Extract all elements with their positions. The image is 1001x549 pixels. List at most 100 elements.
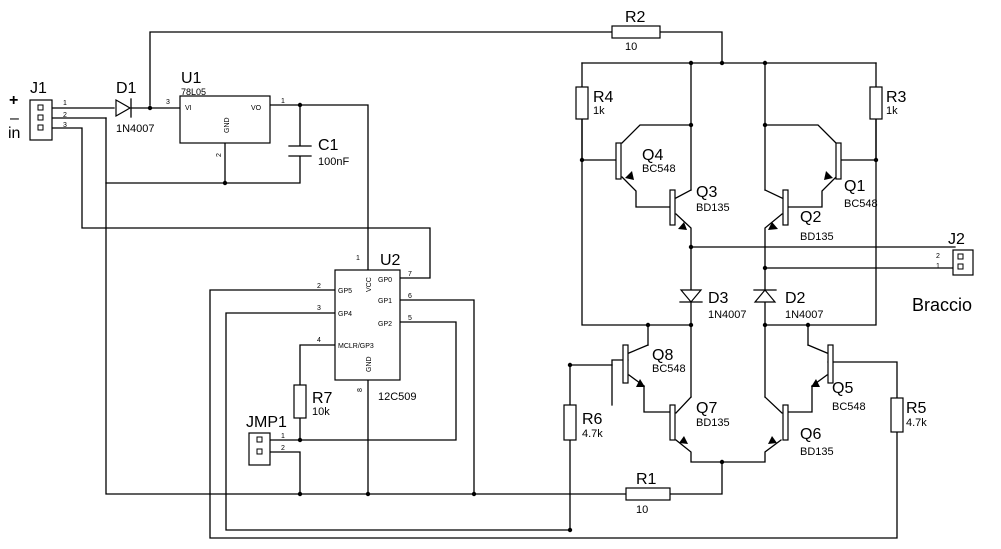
u2-pin-number: 7 <box>408 271 412 278</box>
connector-j2: J2 Braccio 2 1 <box>912 231 974 315</box>
c1-ref: C1 <box>318 137 339 154</box>
q8-ref: Q8 <box>652 347 673 364</box>
q5-value: BC548 <box>832 401 866 413</box>
r1-ref: R1 <box>636 471 657 488</box>
r3-value: 1k <box>886 105 898 117</box>
j1-pin: 1 <box>63 100 67 107</box>
q3-value: BD135 <box>696 202 730 214</box>
q4-value: BC548 <box>642 163 676 175</box>
q3-ref: Q3 <box>696 184 717 201</box>
jmp1-pin: 1 <box>281 433 285 440</box>
d2-value: 1N4007 <box>785 309 824 321</box>
jmp1-pin: 2 <box>281 445 285 452</box>
u2-pin-name: GP5 <box>338 288 352 295</box>
u1-ref: U1 <box>181 70 202 87</box>
resistor-r4: R4 1k <box>575 86 614 120</box>
u2-pin-number: 2 <box>317 283 321 290</box>
regulator-u1: U1 78L05 VI VO GND 3 1 2 <box>166 70 285 157</box>
u2-pin-name: GP0 <box>378 277 392 284</box>
j1-minus: – <box>10 110 19 127</box>
q8-value: BC548 <box>652 363 686 375</box>
d1-ref: D1 <box>116 80 137 97</box>
d3-value: 1N4007 <box>708 309 747 321</box>
connector-j1: J1 + – in 1 2 3 <box>8 80 67 142</box>
j2-pin: 2 <box>936 253 940 260</box>
j1-plus: + <box>9 92 18 109</box>
u2-value: 12C509 <box>378 391 417 403</box>
j2-ref: J2 <box>948 231 965 248</box>
r5-ref: R5 <box>906 400 927 417</box>
resistor-r7: R7 10k <box>293 384 333 419</box>
j1-ref: J1 <box>30 80 47 97</box>
r2-ref: R2 <box>625 9 646 26</box>
q1-value: BC548 <box>844 198 878 210</box>
u2-vcc: VCC <box>366 277 373 292</box>
resistor-r2: R2 10 <box>611 9 661 53</box>
r7-ref: R7 <box>312 390 333 407</box>
transistor-q6: Q6 BD135 <box>764 396 834 458</box>
r4-ref: R4 <box>593 89 614 106</box>
q2-value: BD135 <box>800 231 834 243</box>
transistor-q3: Q3 BD135 <box>669 184 730 230</box>
u2-pin-name: MCLR/GP3 <box>338 343 374 350</box>
c1-value: 100nF <box>318 156 349 168</box>
q2-ref: Q2 <box>800 209 821 226</box>
u1-gnd: GND <box>224 117 231 133</box>
u2-pin-number: 5 <box>408 315 412 322</box>
j1-pin: 3 <box>63 122 67 129</box>
u2-pin-vcc: 1 <box>356 255 360 262</box>
diode-d1: D1 1N4007 <box>115 80 155 135</box>
u2-pin-number: 4 <box>317 337 321 344</box>
q7-value: BD135 <box>696 417 730 429</box>
u2-gnd: GND <box>366 356 373 372</box>
d3-ref: D3 <box>708 290 729 307</box>
j2-name: Braccio <box>912 295 972 315</box>
transistor-q8: Q8 BC548 <box>622 344 686 387</box>
r6-ref: R6 <box>582 411 603 428</box>
transistor-q1: Q1 BC548 <box>824 142 878 210</box>
u2-pin-number: 3 <box>317 305 321 312</box>
q6-ref: Q6 <box>800 426 821 443</box>
j1-in: in <box>8 125 20 142</box>
u2-ref: U2 <box>380 252 401 269</box>
capacitor-c1: C1 100nF <box>288 137 349 168</box>
j2-pin: 1 <box>936 263 940 270</box>
r7-value: 10k <box>312 406 330 418</box>
u1-pin-gnd: 2 <box>216 153 223 157</box>
transistor-q5: Q5 BC548 <box>807 344 866 413</box>
r2-value: 10 <box>625 41 637 53</box>
diode-d3: D3 1N4007 <box>679 289 747 321</box>
transistor-q2: Q2 BD135 <box>764 189 834 243</box>
u1-vo: VO <box>251 105 262 112</box>
u1-value: 78L05 <box>181 87 206 97</box>
junctions <box>147 60 879 533</box>
q6-value: BD135 <box>800 446 834 458</box>
transistor-q7: Q7 BD135 <box>669 396 730 444</box>
u2-pin-gnd: 8 <box>357 388 364 392</box>
u1-pin-in: 3 <box>166 99 170 106</box>
r4-value: 1k <box>593 105 605 117</box>
q5-ref: Q5 <box>832 380 853 397</box>
transistor-q4: Q4 BC548 <box>615 142 676 180</box>
resistor-r6: R6 4.7k <box>563 404 603 441</box>
wires <box>49 31 956 539</box>
u2-pin-number: 6 <box>408 293 412 300</box>
q7-ref: Q7 <box>696 400 717 417</box>
r3-ref: R3 <box>886 89 907 106</box>
j1-pin: 2 <box>63 112 67 119</box>
r5-value: 4.7k <box>906 417 927 429</box>
u2-pin-name: GP1 <box>378 298 392 305</box>
d1-value: 1N4007 <box>116 123 155 135</box>
u2-pin-name: GP4 <box>338 311 352 318</box>
resistor-r3: R3 1k <box>869 86 907 120</box>
mcu-u2: U2 12C509 VCC GND 1 8 GP5 2 GP4 3 MCLR/G… <box>317 252 417 403</box>
r6-value: 4.7k <box>582 428 603 440</box>
resistor-r5: R5 4.7k <box>890 397 927 433</box>
resistor-r1: R1 10 <box>625 471 671 516</box>
u1-vi: VI <box>185 105 192 112</box>
q1-ref: Q1 <box>844 178 865 195</box>
u1-pin-out: 1 <box>281 98 285 105</box>
q4-ref: Q4 <box>642 147 663 164</box>
diode-d2: D2 1N4007 <box>753 289 824 321</box>
